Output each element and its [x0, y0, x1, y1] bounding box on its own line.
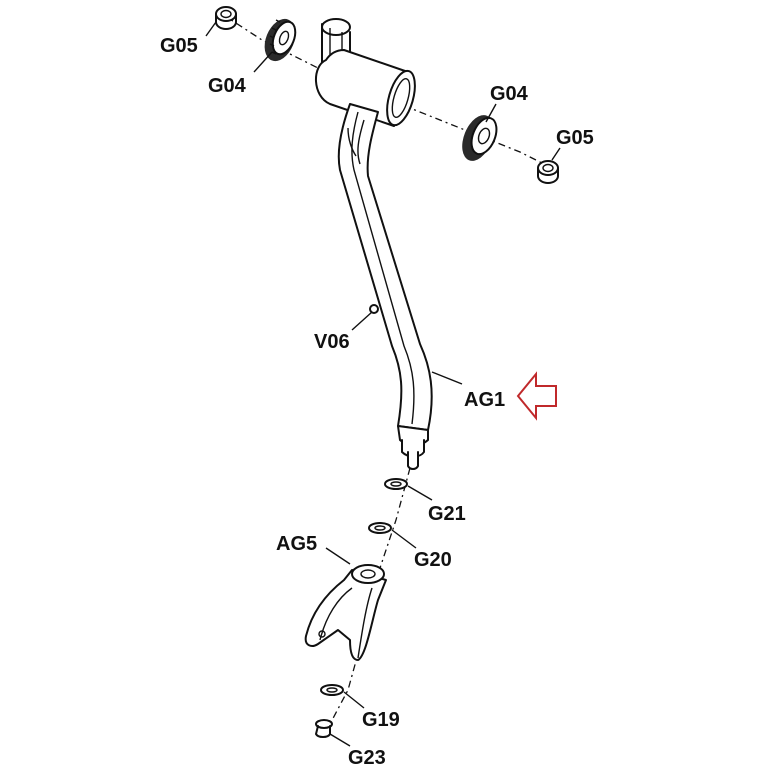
label-g04-right: G04	[490, 83, 529, 105]
washer-g21	[384, 478, 408, 490]
gear-g04-right	[462, 115, 498, 161]
nut-g05-top	[215, 6, 237, 30]
screw-g23	[315, 719, 333, 738]
leader-g21	[407, 485, 433, 501]
arrow-left-outline-icon	[516, 371, 557, 421]
leader-ag1	[431, 371, 463, 385]
label-g05-top: G05	[160, 35, 198, 57]
label-g21: G21	[428, 503, 466, 525]
leader-g20	[391, 529, 417, 549]
leader-ag5	[325, 547, 351, 565]
label-g23: G23	[348, 747, 386, 768]
leader-v06	[351, 311, 373, 331]
v06-marker	[369, 304, 379, 314]
label-g20: G20	[414, 549, 452, 571]
nut-g05-right	[537, 160, 559, 184]
gear-g04-left	[264, 18, 297, 62]
label-g19: G19	[362, 709, 400, 731]
bent-arm-tube	[337, 103, 433, 470]
label-v06: V06	[314, 331, 350, 353]
label-g04-left: G04	[208, 75, 247, 97]
bracket-ag5	[304, 564, 387, 661]
washer-g20	[368, 522, 392, 534]
axle-tube-housing	[314, 18, 416, 127]
leader-g23	[329, 733, 351, 747]
leader-g04-left	[253, 51, 273, 73]
leader-g04-right	[485, 103, 497, 123]
leader-g19	[343, 691, 365, 709]
label-ag5: AG5	[276, 533, 317, 555]
leader-g05-right	[551, 147, 561, 161]
label-ag1: AG1	[464, 389, 505, 411]
washer-g19	[320, 684, 344, 696]
leader-g05-top	[205, 21, 217, 37]
label-g05-right: G05	[556, 127, 594, 149]
